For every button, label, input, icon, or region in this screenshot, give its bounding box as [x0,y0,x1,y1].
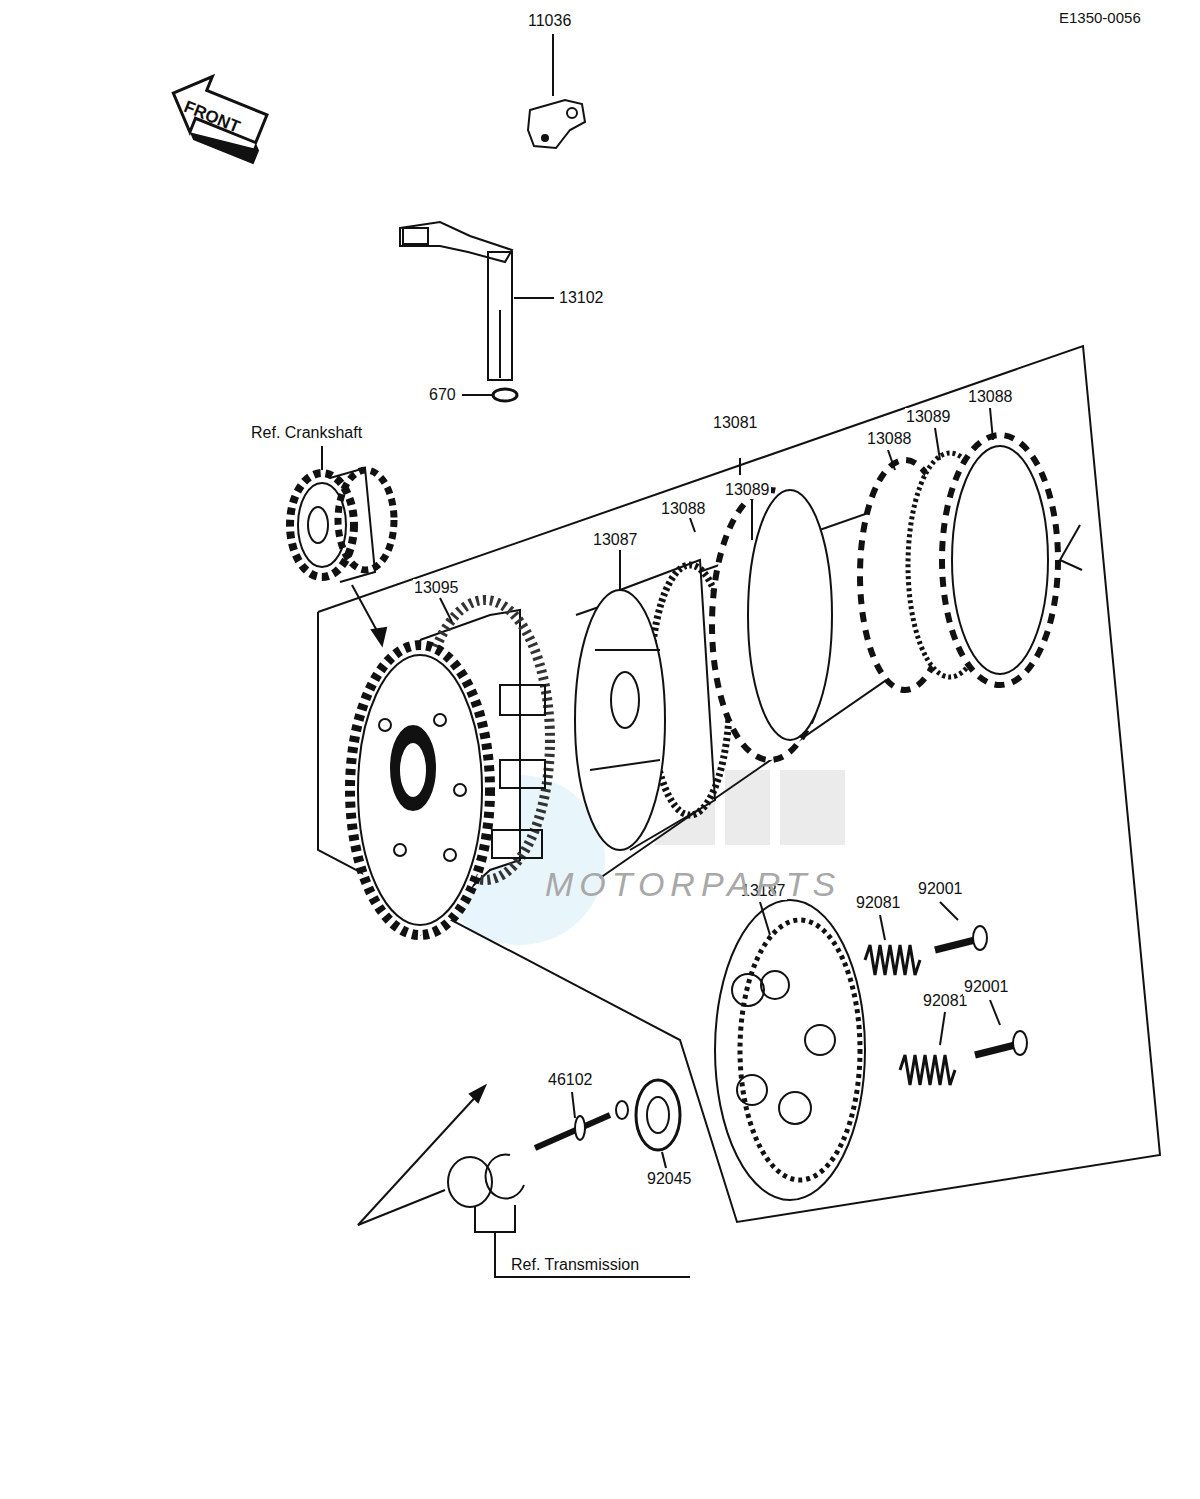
callout-number: 92081 [855,894,902,912]
callout-number: 13081 [712,414,759,432]
callout-number: 46102 [547,1071,594,1089]
callout-number: 13089 [905,408,952,426]
callout-number: 11036 [527,12,572,30]
clutch-housing [350,600,550,935]
front-arrow [160,65,278,164]
callout-number: 13102 [558,289,605,307]
callout-number: 13095 [413,579,460,597]
clutch-hub [575,560,730,850]
callout-number: 13089 [724,481,771,499]
callout-number: 92081 [922,992,969,1010]
crank-gear [290,468,394,582]
callout-number: 670 [428,386,457,404]
callout-number: 13087 [592,531,639,549]
clutch-plates [712,435,1058,760]
drawing-code: E1350-0056 [1058,10,1142,27]
pressure-plate [715,900,865,1200]
callout-number: 92045 [646,1170,693,1188]
callout-number: 92001 [963,978,1010,996]
callout-number: 13088 [967,388,1014,406]
reference-note: Ref. Transmission [510,1256,640,1274]
watermark-text: MOTORPARTS [545,866,841,903]
callout-number: 13088 [660,500,707,518]
reference-note: Ref. Crankshaft [250,424,363,442]
callout-number: 13088 [866,430,913,448]
callout-number: 92001 [917,880,964,898]
